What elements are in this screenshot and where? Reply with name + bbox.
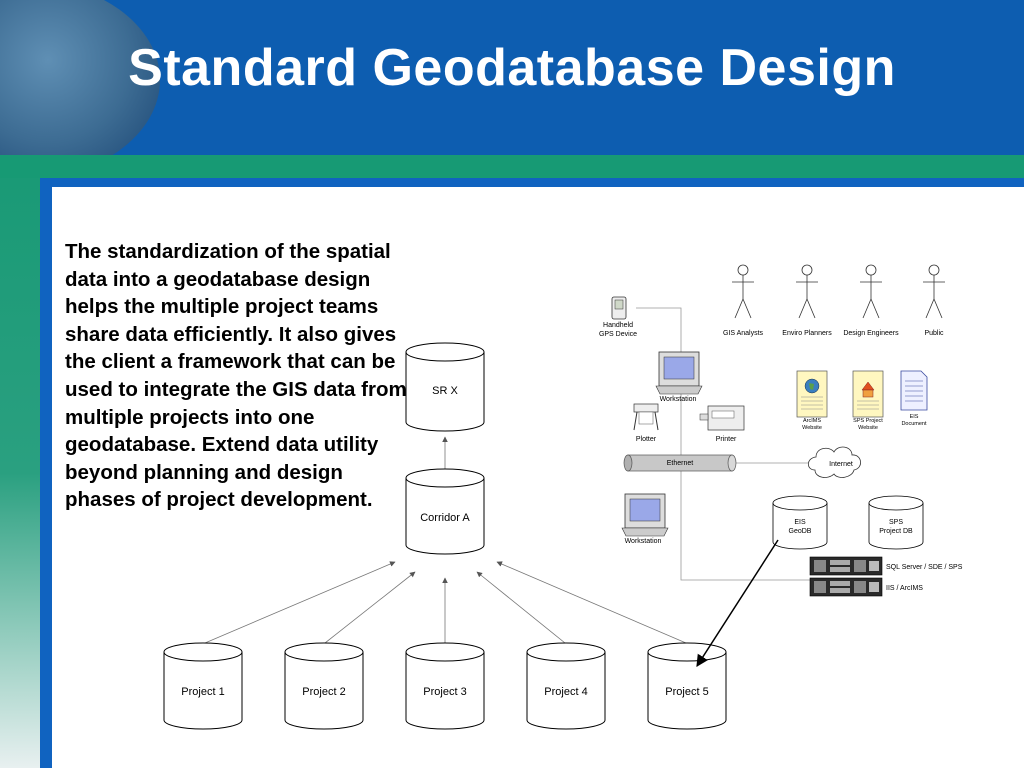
body-paragraph: The standardization of the spatial data …: [65, 240, 407, 512]
server-2-label: IIS / ArcIMS: [886, 585, 923, 592]
printer-label: Printer: [716, 436, 737, 443]
workstation-top-label: Workstation: [660, 396, 697, 403]
arcims-website-icon: [796, 370, 828, 418]
db-sr-x: SR X: [405, 342, 485, 432]
arcims-website-label-line1: ArcIMS: [803, 418, 821, 424]
db-project-3: Project 3: [405, 642, 485, 730]
eis-document-label-line2: Document: [901, 421, 927, 427]
header-green-band: [0, 155, 1024, 178]
sps-project-db-label-line2: Project DB: [879, 528, 913, 535]
handheld-label-line1: Handheld: [603, 322, 633, 329]
db-project-4: Project 4: [526, 642, 606, 730]
project-connectors: [204, 436, 687, 644]
network-diagram: Handheld GPS Device Workstation Plotter …: [599, 264, 963, 597]
db-project-5: Project 5: [647, 642, 727, 730]
sps-project-website-icon: [852, 370, 884, 418]
db-corridor-a-label: Corridor A: [420, 512, 470, 524]
db-project-3-label: Project 3: [423, 686, 466, 698]
left-blue-edge: [40, 178, 52, 768]
globe-image: [0, 0, 160, 155]
server-rack-1-icon: [809, 556, 883, 576]
handheld-label-line2: GPS Device: [599, 331, 637, 338]
db-project-1: Project 1: [163, 642, 243, 730]
internet-label: Internet: [829, 461, 853, 468]
db-sps-project: [868, 495, 924, 550]
actor-label-enviro-planners: Enviro Planners: [782, 330, 832, 337]
arcims-website-label-line2: Website: [802, 425, 822, 431]
actor-enviro-planners-icon: [796, 264, 818, 319]
workstation-top-icon: [655, 351, 703, 395]
eis-geodb-label-line1: EIS: [794, 519, 806, 526]
sps-project-website-label-line2: Website: [858, 425, 878, 431]
workstation-bottom-label: Workstation: [625, 538, 662, 545]
workstation-bottom-icon: [621, 493, 669, 537]
db-sr-x-label: SR X: [432, 385, 458, 397]
plotter-icon: [633, 403, 659, 431]
actor-public-icon: [923, 264, 945, 319]
db-corridor-a: Corridor A: [405, 468, 485, 555]
connector-project-1: [204, 561, 396, 644]
actor-gis-analysts-icon: [732, 264, 754, 319]
plotter-label: Plotter: [636, 436, 657, 443]
db-project-1-label: Project 1: [181, 686, 224, 698]
slide-title: Standard Geodatabase Design: [128, 39, 896, 97]
db-project-5-label: Project 5: [665, 686, 708, 698]
eis-document-icon: [900, 370, 928, 411]
handheld-gps-icon: [611, 296, 627, 320]
sps-project-db-label-line1: SPS: [889, 519, 903, 526]
left-gradient-bar: [0, 178, 40, 768]
db-project-2-label: Project 2: [302, 686, 345, 698]
network-backbone-line: [636, 307, 810, 581]
connector-project-2: [324, 571, 416, 644]
server-1-label: SQL Server / SDE / SPS: [886, 564, 963, 571]
connector-project-4: [476, 571, 566, 644]
server-rack-2-icon: [809, 577, 883, 597]
header-blue-band: [0, 178, 1024, 187]
actor-label-gis-analysts: GIS Analysts: [723, 330, 764, 337]
db-project-2: Project 2: [284, 642, 364, 730]
ethernet-label: Ethernet: [667, 460, 694, 467]
geodb-to-project5-arrow: [696, 539, 779, 668]
db-eis-geodb: [772, 495, 828, 550]
eis-document-label-line1: EIS: [910, 414, 919, 420]
db-project-4-label: Project 4: [544, 686, 587, 698]
actor-label-public: Public: [924, 330, 944, 337]
actor-design-engineers-icon: [860, 264, 882, 319]
internet-cloud-icon: [807, 446, 861, 478]
printer-icon: [699, 405, 745, 431]
slide-header: Standard Geodatabase Design: [0, 0, 1024, 155]
ethernet-pipe-icon: [623, 454, 737, 472]
connector-project-5: [496, 561, 687, 644]
actor-label-design-engineers: Design Engineers: [843, 330, 899, 337]
eis-geodb-label-line2: GeoDB: [789, 528, 812, 535]
sps-project-website-label-line1: SPS Project: [853, 418, 883, 424]
